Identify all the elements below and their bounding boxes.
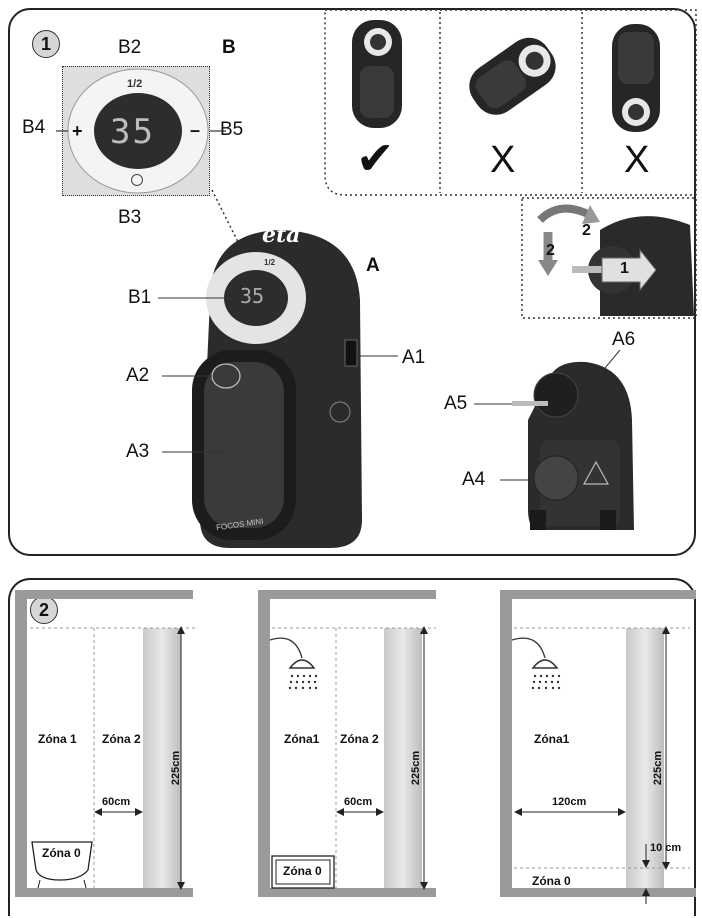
zone-2-label-d2: Zóna 2 bbox=[340, 732, 379, 746]
minus-button[interactable]: – bbox=[190, 120, 201, 140]
label-a5: A5 bbox=[444, 393, 468, 414]
zone-1-label-d3: Zóna1 bbox=[534, 732, 570, 746]
arrow-2a-label: 2 bbox=[582, 222, 591, 239]
mode-button-label[interactable]: 1/2 bbox=[127, 78, 143, 90]
label-a4: A4 bbox=[462, 469, 486, 490]
figure-1-number: 1 bbox=[32, 30, 60, 58]
allowed-check-icon: ✔ bbox=[356, 132, 395, 184]
label-b2: B2 bbox=[118, 37, 142, 58]
width-label-d1: 60cm bbox=[102, 796, 131, 808]
temperature-display-small: 35 bbox=[240, 284, 265, 308]
width-label-d3: 120cm bbox=[552, 796, 587, 808]
temperature-display: 35 bbox=[110, 112, 155, 152]
zone-0-label-d3: Zóna 0 bbox=[532, 874, 571, 888]
height-label-d3: 225cm bbox=[652, 750, 664, 786]
timer-icon[interactable] bbox=[131, 174, 143, 186]
label-a1: A1 bbox=[402, 347, 426, 368]
offset-label-d3: 10 cm bbox=[650, 842, 682, 854]
zone-0-label-d1: Zóna 0 bbox=[42, 846, 81, 860]
label-b5: B5 bbox=[220, 119, 244, 140]
label-b1: B1 bbox=[128, 287, 152, 308]
section-a-label: A bbox=[366, 255, 380, 276]
zone-1-label-d2: Zóna1 bbox=[284, 732, 320, 746]
arrow-2b-label: 2 bbox=[546, 242, 555, 259]
mode-label-small: 1/2 bbox=[264, 258, 276, 267]
section-b-label: B bbox=[222, 37, 236, 58]
label-a3: A3 bbox=[126, 441, 150, 462]
plus-button[interactable]: + bbox=[72, 121, 83, 141]
width-label-d2: 60cm bbox=[344, 796, 373, 808]
label-a6: A6 bbox=[612, 329, 636, 350]
height-label-d1: 225cm bbox=[170, 750, 182, 786]
label-a2: A2 bbox=[126, 365, 150, 386]
zone-2-label-d1: Zóna 2 bbox=[102, 732, 141, 746]
not-allowed-cross-1: X bbox=[490, 139, 516, 181]
zone-0-label-d2: Zóna 0 bbox=[283, 864, 322, 878]
figure-2-number: 2 bbox=[30, 596, 58, 624]
label-b4: B4 bbox=[22, 117, 46, 138]
arrow-1-label: 1 bbox=[620, 260, 629, 277]
figure-2-panel bbox=[8, 578, 696, 916]
zone-1-label-d1: Zóna 1 bbox=[38, 732, 77, 746]
brand-logo: eta bbox=[262, 222, 301, 248]
label-b3: B3 bbox=[118, 207, 142, 228]
not-allowed-cross-2: X bbox=[624, 139, 650, 181]
height-label-d2: 225cm bbox=[410, 750, 422, 786]
